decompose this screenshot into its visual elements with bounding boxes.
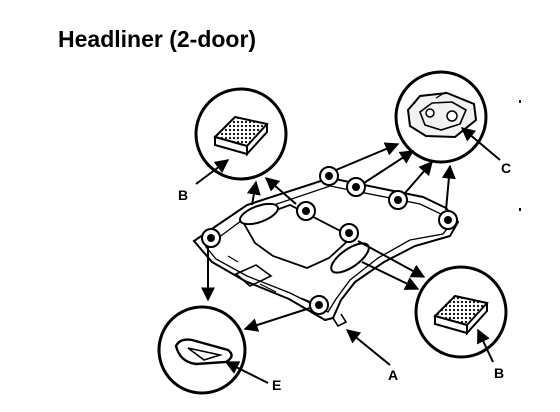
detail-circle-e (157, 305, 247, 395)
margin-ticks (519, 100, 521, 211)
fastener-markers (201, 166, 458, 315)
callout-a: A (388, 367, 398, 383)
detail-circle-b-upper (194, 87, 288, 181)
callout-c: C (501, 160, 511, 176)
detail-circle-c (394, 70, 488, 164)
callout-b-lower: B (494, 365, 504, 381)
callout-b-upper: B (178, 187, 188, 203)
detail-circle-b-lower (414, 265, 508, 359)
page-title: Headliner (2-door) (58, 26, 257, 52)
leader-arrows (195, 127, 501, 384)
callout-e: E (272, 377, 281, 393)
